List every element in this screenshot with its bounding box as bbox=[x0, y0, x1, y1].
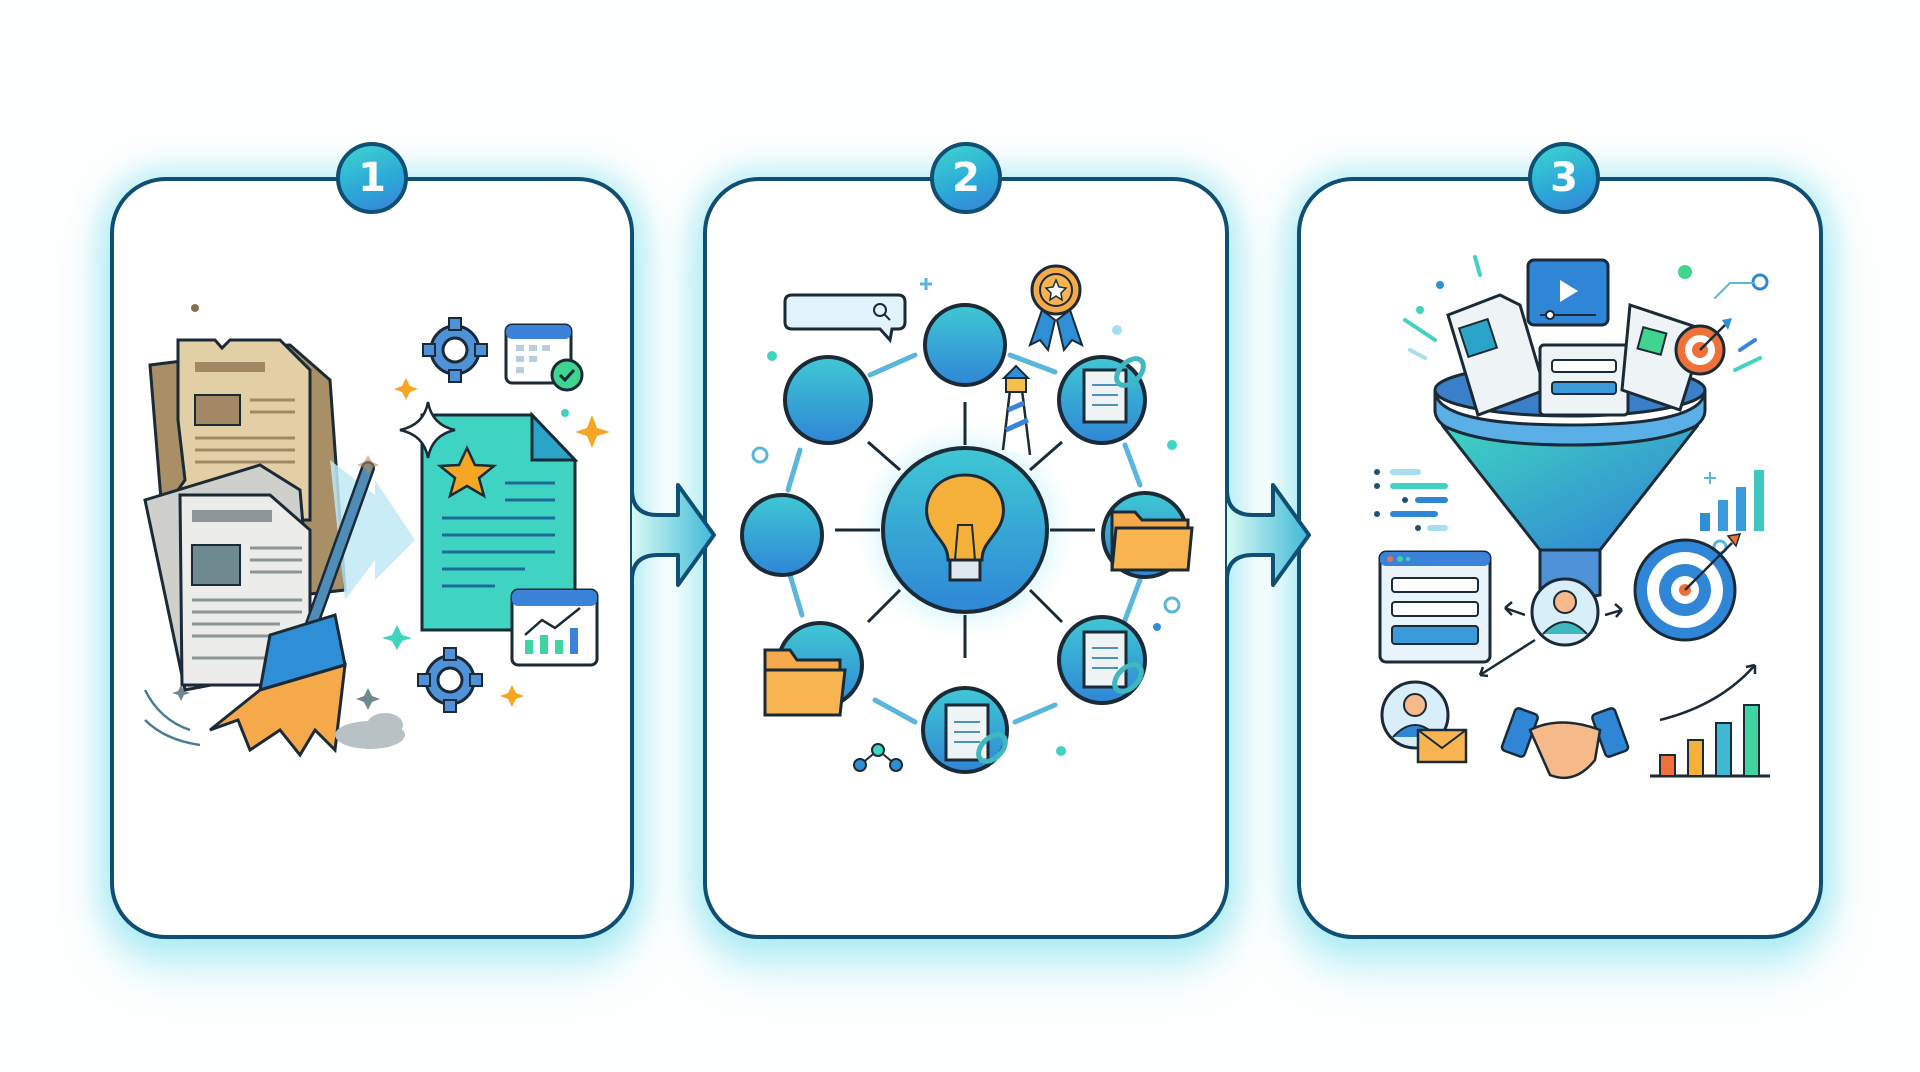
growth-bar-chart-icon bbox=[1650, 663, 1770, 778]
gear-icon bbox=[422, 317, 488, 383]
cycle-arrows bbox=[785, 352, 1143, 725]
step-1-illustration bbox=[143, 304, 610, 758]
step-3-badge: 3 bbox=[1528, 142, 1600, 214]
user-email-icon bbox=[1380, 680, 1468, 764]
step-2-illustration bbox=[740, 264, 1194, 774]
clean-document-star-icon bbox=[420, 411, 579, 632]
dust-cloud-icon bbox=[335, 713, 405, 749]
decor-dots bbox=[751, 278, 1181, 756]
linked-document-icon bbox=[1057, 355, 1147, 445]
calendar-chart-icon bbox=[510, 588, 599, 667]
connector-arrow-1-2 bbox=[630, 470, 716, 600]
lightbulb-hub-icon bbox=[881, 446, 1049, 614]
gear-icon bbox=[417, 647, 483, 713]
list-lines-icon bbox=[1374, 469, 1448, 531]
folder-icon bbox=[763, 621, 864, 717]
search-bubble-icon bbox=[783, 293, 907, 344]
hub-arrows bbox=[835, 402, 1095, 658]
video-player-icon bbox=[1526, 258, 1610, 327]
browser-form-icon bbox=[1378, 550, 1492, 664]
document-icon bbox=[1446, 293, 1547, 417]
connector-arrow-2-3 bbox=[1225, 470, 1311, 600]
handshake-icon bbox=[1500, 707, 1630, 780]
folder-icon bbox=[1101, 491, 1194, 579]
step-1-badge: 1 bbox=[336, 142, 408, 214]
decor-lines bbox=[1403, 255, 1769, 372]
flow-arrows bbox=[1478, 601, 1623, 678]
user-avatar-icon bbox=[1530, 577, 1600, 647]
lighthouse-icon bbox=[1001, 364, 1032, 456]
network-nodes-icon bbox=[853, 743, 903, 772]
broom-icon bbox=[209, 461, 375, 758]
step-3-illustration bbox=[1374, 255, 1770, 780]
step-2-badge: 2 bbox=[930, 142, 1002, 214]
form-card-icon bbox=[1538, 343, 1630, 417]
linked-document-icon bbox=[921, 686, 1009, 774]
calendar-check-icon bbox=[504, 323, 584, 392]
award-ribbon-icon bbox=[1028, 264, 1084, 353]
target-icon bbox=[1633, 533, 1742, 642]
node-circle-icon bbox=[740, 303, 1007, 577]
motion-lines-icon bbox=[143, 689, 201, 747]
target-icon bbox=[1674, 318, 1732, 376]
linked-document-icon bbox=[1057, 615, 1147, 705]
sparkle-icon bbox=[172, 304, 610, 710]
